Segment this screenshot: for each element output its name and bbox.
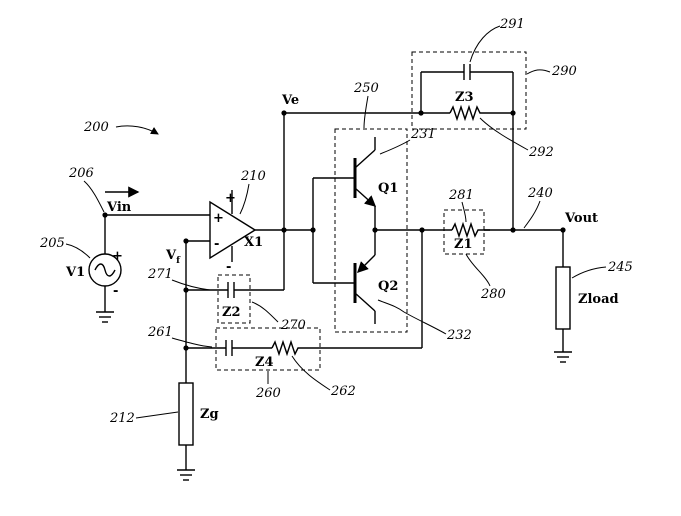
ref-260: 260 xyxy=(255,386,281,401)
opamp-minus-supply: - xyxy=(226,260,231,275)
z1-label: Z1 xyxy=(454,237,473,252)
v1-plus: + xyxy=(112,249,123,264)
ref-232: 232 xyxy=(446,328,472,343)
output-stage-box xyxy=(334,128,408,333)
resistor-z1: Z1 xyxy=(451,221,490,252)
zload-label: Zload xyxy=(578,292,619,307)
ground-impedance: Zg xyxy=(177,382,219,481)
ref-245: 245 xyxy=(607,260,633,275)
ref-231: 231 xyxy=(410,127,436,142)
z4-label: Z4 xyxy=(255,355,274,370)
ref-290: 290 xyxy=(551,64,577,79)
v1-minus: - xyxy=(113,284,118,299)
ref-270: 270 xyxy=(280,318,306,333)
ref-281: 281 xyxy=(448,188,474,203)
reference-numerals: 200 206 205 210 250 231 281 280 240 245 … xyxy=(39,17,633,426)
capacitor-z2: Z2 xyxy=(186,282,285,320)
vout-net: Vout xyxy=(484,113,598,233)
q1-label: Q1 xyxy=(378,181,398,196)
v1-label: V1 xyxy=(65,265,85,280)
feedback-net: Vf xyxy=(165,238,210,383)
zg-label: Zg xyxy=(200,407,219,422)
transistor-q1: Q1 xyxy=(353,137,398,230)
ref-292: 292 xyxy=(528,145,554,160)
opamp-plus-input: + xyxy=(213,211,224,226)
z2-label: Z2 xyxy=(222,305,241,320)
z2-box xyxy=(217,274,251,324)
input-source-v1: + - V1 xyxy=(65,215,123,323)
ref-262: 262 xyxy=(330,384,356,399)
ref-210: 210 xyxy=(240,169,266,184)
emitter-node xyxy=(375,227,452,348)
ref-205: 205 xyxy=(39,236,65,251)
ref-261: 261 xyxy=(147,325,173,340)
vf-label: Vf xyxy=(165,248,181,266)
ref-271: 271 xyxy=(147,267,173,282)
output-node-wiring: Ve xyxy=(255,93,355,284)
ref-291: 291 xyxy=(499,17,525,32)
ve-bus xyxy=(284,110,424,116)
vout-label: Vout xyxy=(564,211,598,226)
ref-240: 240 xyxy=(527,186,553,201)
x1-label: X1 xyxy=(244,235,263,250)
vin-label: Vin xyxy=(106,200,132,215)
opamp-x1: + - + - X1 xyxy=(209,190,263,275)
z3-network: Z3 xyxy=(420,64,516,122)
transistor-q2: Q2 xyxy=(353,230,398,324)
ve-label: Ve xyxy=(281,93,299,108)
vin-net: Vin xyxy=(102,186,210,218)
z3-box xyxy=(411,51,527,130)
opamp-plus-supply: + xyxy=(225,191,236,206)
vf-main: V xyxy=(165,248,177,263)
ref-250: 250 xyxy=(353,81,379,96)
ref-206: 206 xyxy=(68,166,94,181)
ref-200: 200 xyxy=(83,120,109,135)
ref-212: 212 xyxy=(109,411,135,426)
load-impedance: Zload xyxy=(554,230,619,363)
q2-label: Q2 xyxy=(378,279,398,294)
z4-network: Z4 xyxy=(186,339,422,370)
ref-280: 280 xyxy=(480,287,506,302)
z4-box xyxy=(215,327,321,371)
opamp-minus-input: - xyxy=(214,237,219,252)
z3-label: Z3 xyxy=(455,90,474,105)
vf-subscript: f xyxy=(176,256,181,266)
